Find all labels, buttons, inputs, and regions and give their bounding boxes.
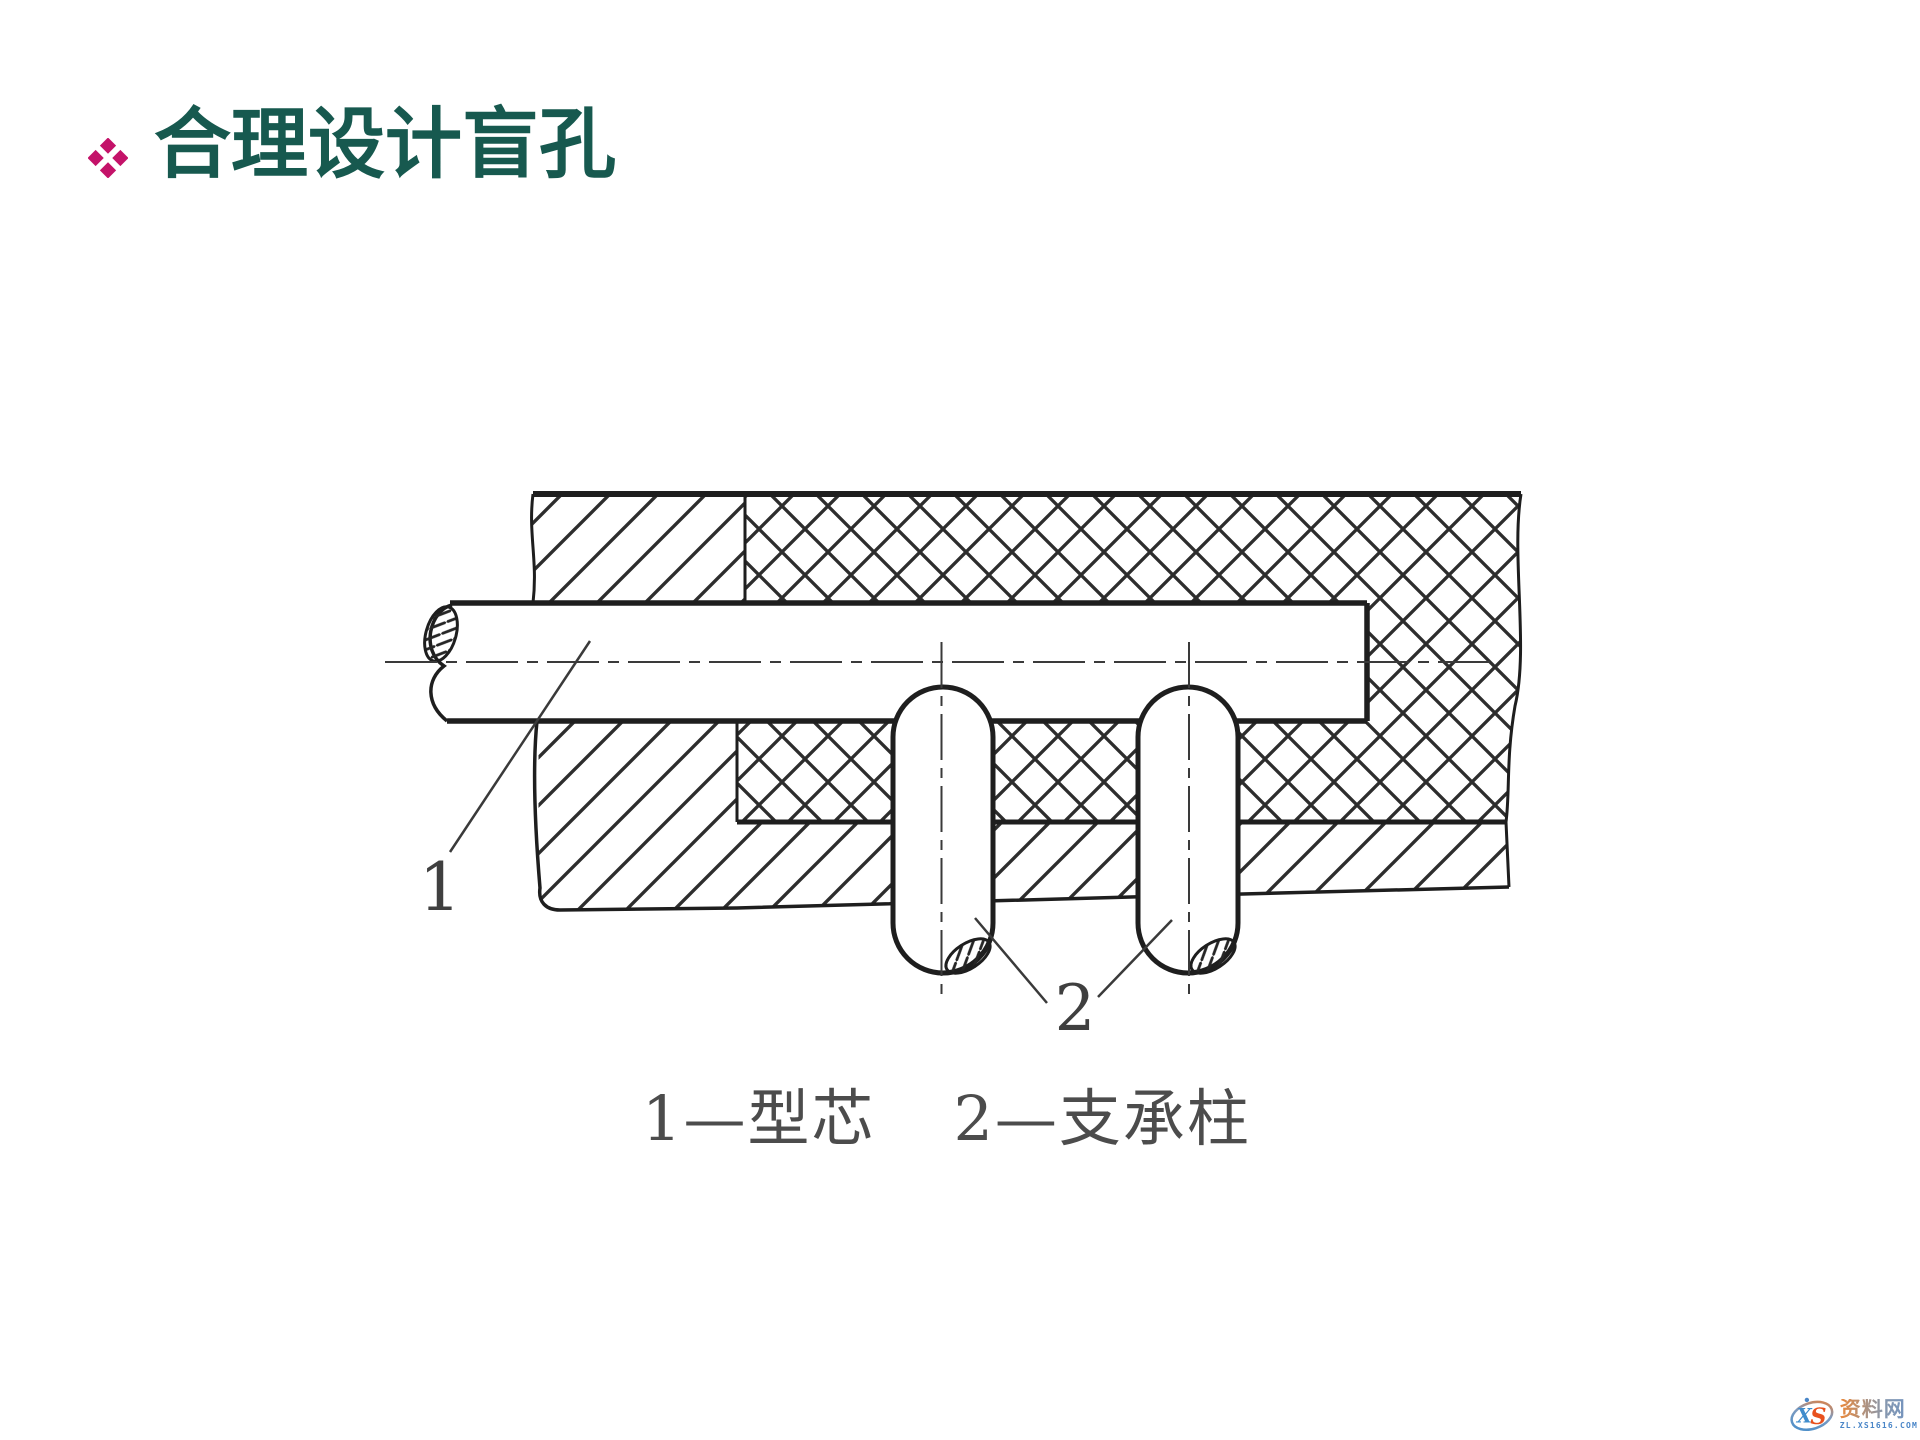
cavity-plate-crosshatch	[737, 494, 1521, 822]
page-title: 合理设计盲孔	[154, 101, 616, 190]
watermark-logo-icon: X S	[1790, 1397, 1834, 1431]
mold-section-diagram: 1 2	[330, 440, 1580, 1180]
lower-left-plate	[537, 721, 737, 910]
figure-caption: 1—型芯 2—支承柱	[642, 1068, 1251, 1158]
part-label-2: 2	[1055, 972, 1096, 1046]
watermark-site-name: 资料网	[1840, 1399, 1918, 1420]
watermark-site-url: ZL.XS1616.COM	[1839, 1421, 1918, 1431]
left-break-edge	[530, 493, 536, 604]
part-label-1: 1	[419, 849, 461, 926]
upper-left-plate	[531, 494, 745, 603]
bottom-support-strip	[737, 822, 1509, 908]
pillar-2-tip-section	[1189, 937, 1237, 975]
diamond-bullet-icon	[87, 137, 129, 179]
leader-line-2a	[974, 917, 1048, 1004]
leader-line-2b	[1097, 919, 1173, 998]
watermark-s: S	[1810, 1404, 1826, 1430]
pillar-1-tip-section	[944, 937, 992, 975]
diagram-svg: 1 2	[385, 491, 1523, 1046]
bottom-edge-line	[532, 720, 1510, 912]
watermark: X S 资料网 ZL.XS1616.COM	[1786, 1392, 1918, 1438]
right-break-edge	[1504, 493, 1523, 888]
slide-title-row: 合理设计盲孔	[87, 101, 616, 190]
leader-line-1	[448, 640, 592, 853]
core-pin-tip-section	[423, 605, 459, 663]
watermark-x: X	[1796, 1405, 1813, 1428]
caption-core: 1—型芯	[642, 1082, 876, 1155]
support-pillar-1	[890, 684, 996, 976]
caption-pillar: 2—支承柱	[953, 1082, 1251, 1155]
